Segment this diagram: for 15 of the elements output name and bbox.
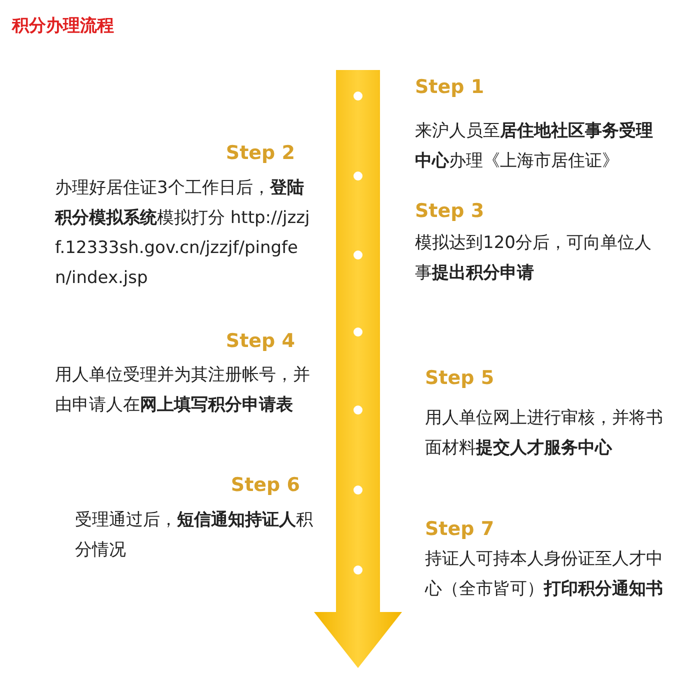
step-description: 受理通过后，短信通知持证人积分情况 — [75, 509, 314, 562]
title: 积分办理流程 — [12, 15, 114, 37]
step-description: 模拟达到120分后，可向单位人事提出积分申请 — [415, 232, 652, 285]
step-description: 来沪人员至居住地社区事务受理中心办理《上海市居住证》 — [415, 120, 654, 173]
step-heading: Step 6 — [230, 474, 300, 496]
step-heading: Step 3 — [415, 200, 486, 222]
step-description: 持证人可持本人身份证至人才中心（全市皆可）打印积分通知书 — [425, 548, 664, 601]
step-description: 办理好居住证3个工作日后，登陆积分模拟系统模拟打分 http://jzzjf.12333sh.gov.cn/jzzjf/pingfen/index.jsp — [55, 177, 310, 290]
step-heading: Step 7 — [425, 518, 496, 540]
step-heading: Step 2 — [224, 142, 295, 164]
step-heading: Step 1 — [415, 76, 486, 98]
step-description: 用人单位网上进行审核，并将书面材料提交人才服务中心 — [425, 407, 664, 460]
step-heading: Step 4 — [224, 330, 295, 352]
step-heading: Step 5 — [425, 367, 496, 389]
step-description: 用人单位受理并为其注册帐号，并由申请人在网上填写积分申请表 — [55, 364, 311, 417]
